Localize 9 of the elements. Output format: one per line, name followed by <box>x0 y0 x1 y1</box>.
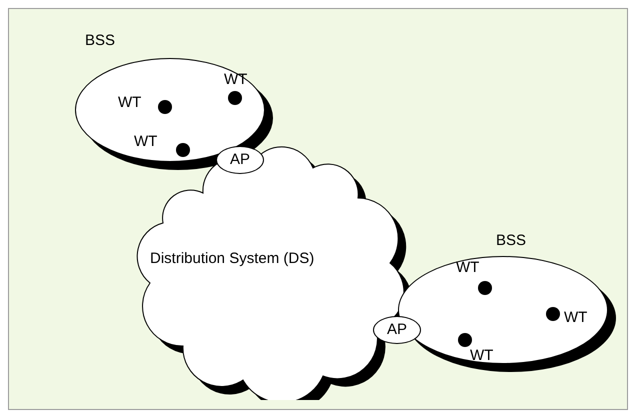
cloud-label: Distribution System (DS) <box>150 250 314 267</box>
bss-label: BSS <box>496 232 526 249</box>
bss-label: BSS <box>85 32 116 49</box>
station-label: WT <box>224 71 248 88</box>
station-label: WT <box>134 133 158 150</box>
station-label: WT <box>564 309 588 326</box>
station-label: WT <box>456 259 480 276</box>
station-label: WT <box>118 94 142 111</box>
station-label: WT <box>470 347 494 364</box>
